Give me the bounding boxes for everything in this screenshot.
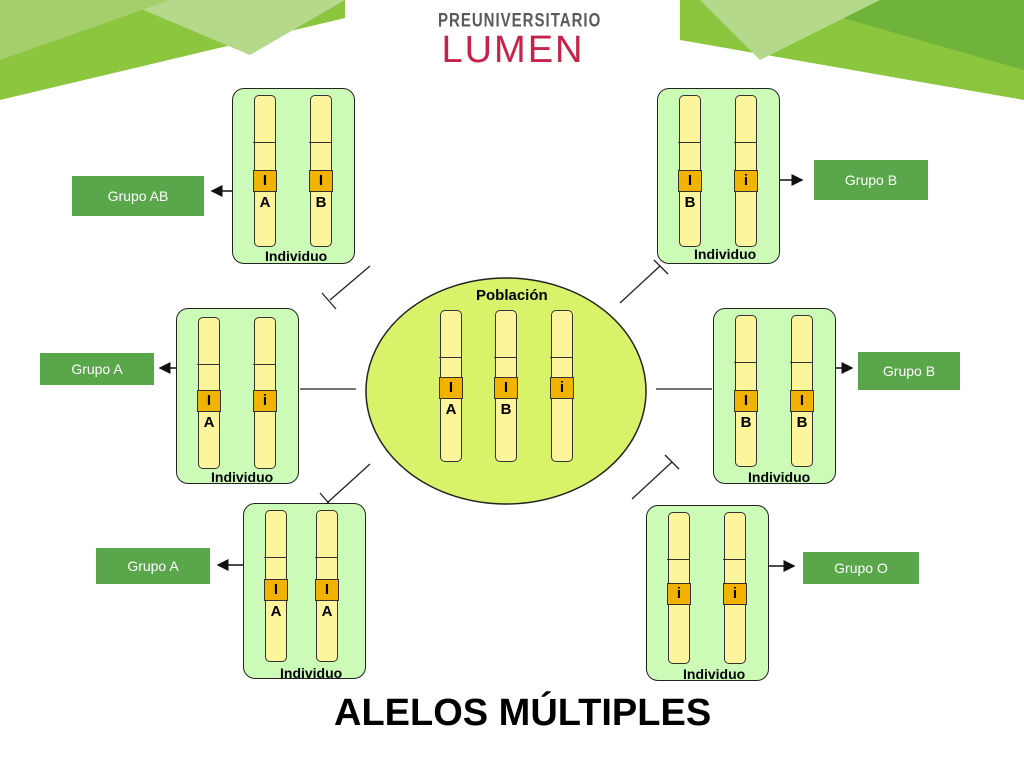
- allele-band: i: [734, 170, 758, 192]
- chromosome: I B: [309, 95, 333, 247]
- individual-card-o: i i Individuo: [646, 505, 769, 682]
- allele-band: I: [264, 579, 288, 601]
- chromosome: I A: [315, 510, 339, 662]
- allele-band: I: [309, 170, 333, 192]
- group-ab-box: Grupo AB: [72, 176, 204, 216]
- poblacion-label: Población: [476, 287, 548, 304]
- allele-band: I: [197, 390, 221, 412]
- allele-superscript: B: [796, 414, 808, 431]
- allele-superscript: B: [684, 194, 696, 211]
- individual-card-a-homo: I A I A Individuo: [243, 503, 366, 681]
- allele-band: I: [315, 579, 339, 601]
- allele-superscript: A: [203, 414, 215, 431]
- allele-band: I: [790, 390, 814, 412]
- chromosome: I B: [678, 95, 702, 247]
- group-o-box: Grupo O: [803, 552, 919, 584]
- logo-subtitle: PREUNIVERSITARIO: [438, 9, 602, 32]
- allele-superscript: B: [315, 194, 327, 211]
- allele-band: I: [494, 377, 518, 399]
- chromosome: I A: [253, 95, 277, 247]
- chromosome: i: [550, 310, 574, 462]
- page-title: ALELOS MÚLTIPLES: [334, 692, 712, 734]
- allele-band: i: [667, 583, 691, 605]
- logo-title: LUMEN: [441, 29, 585, 71]
- group-b-box: Grupo B: [858, 352, 960, 390]
- lumen-logo: PREUNIVERSITARIO LUMEN: [438, 8, 602, 71]
- allele-superscript: A: [259, 194, 271, 211]
- chromosome: i: [723, 512, 747, 664]
- individuo-label: Individuo: [683, 666, 746, 682]
- individuo-label: Individuo: [211, 469, 274, 485]
- individuo-label: Individuo: [694, 246, 757, 262]
- chromosome: I A: [197, 317, 221, 469]
- allele-band: I: [678, 170, 702, 192]
- chromosome: I B: [734, 315, 758, 467]
- allele-superscript: A: [270, 603, 282, 620]
- allele-superscript: A: [445, 401, 457, 418]
- individual-card-ab: I A I B Individuo: [232, 88, 355, 264]
- allele-superscript: A: [321, 603, 333, 620]
- group-b-box: Grupo B: [814, 160, 928, 200]
- chromosome: i: [253, 317, 277, 469]
- individual-card-a-hetero: I A i Individuo: [176, 308, 299, 485]
- allele-band: I: [734, 390, 758, 412]
- allele-band: i: [550, 377, 574, 399]
- allele-superscript: B: [740, 414, 752, 431]
- chromosome: I B: [494, 310, 518, 462]
- chromosome: I A: [439, 310, 463, 462]
- chromosome: I B: [790, 315, 814, 467]
- individual-card-b-homo: I B I B Individuo: [713, 308, 836, 485]
- individuo-label: Individuo: [748, 469, 811, 485]
- individual-card-b-hetero: I B i Individuo: [657, 88, 780, 264]
- chromosome: I A: [264, 510, 288, 662]
- allele-band: I: [253, 170, 277, 192]
- individuo-label: Individuo: [265, 248, 328, 264]
- allele-band: i: [723, 583, 747, 605]
- allele-superscript: B: [500, 401, 512, 418]
- group-a-box: Grupo A: [40, 353, 154, 385]
- allele-band: I: [439, 377, 463, 399]
- individuo-label: Individuo: [280, 665, 343, 681]
- group-a-box: Grupo A: [96, 548, 210, 584]
- allele-band: i: [253, 390, 277, 412]
- chromosome: i: [734, 95, 758, 247]
- chromosome: i: [667, 512, 691, 664]
